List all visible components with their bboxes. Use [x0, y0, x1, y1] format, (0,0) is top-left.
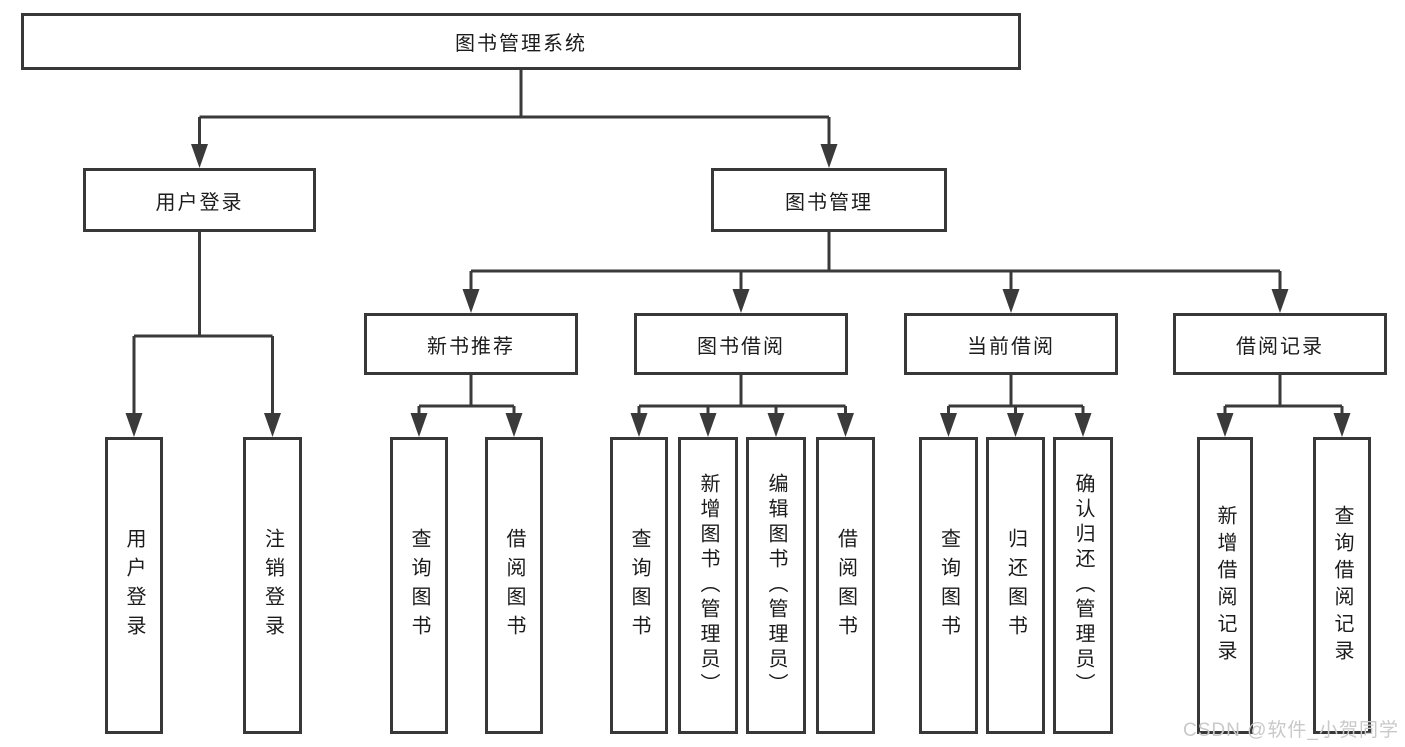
node-book-borrowing: 图书借阅 — [634, 313, 848, 375]
node-current-borrowing-label: 当前借阅 — [967, 335, 1055, 358]
leaf-query-borrow-record: 查询借阅记录 — [1313, 437, 1371, 734]
node-new-book-recommend: 新书推荐 — [364, 313, 578, 375]
leaf-query-books-recommend-label: 查询图书 — [408, 527, 430, 644]
node-current-borrowing: 当前借阅 — [904, 313, 1118, 375]
leaf-query-books-current-label: 查询图书 — [937, 527, 960, 644]
arrowheads-current-children — [940, 413, 1092, 437]
node-book-management: 图书管理 — [711, 168, 947, 232]
node-root: 图书管理系统 — [21, 13, 1021, 70]
leaf-edit-book-admin-label: 编辑图书（管理员） — [765, 473, 787, 698]
node-new-book-recommend-label: 新书推荐 — [427, 335, 515, 358]
leaf-query-books-borrowing: 查询图书 — [610, 437, 668, 734]
leaf-borrow-books-recommend: 借阅图书 — [485, 437, 543, 734]
connector-borrowing-children — [637, 375, 847, 414]
leaf-logout: 注销登录 — [243, 437, 302, 734]
leaf-edit-book-admin: 编辑图书（管理员） — [746, 437, 806, 734]
arrowheads-borrowing-children — [630, 413, 854, 437]
csdn-watermark: CSDN @软件_小贺同学 — [1183, 720, 1399, 741]
arrowheads-userlogin-children — [125, 413, 281, 437]
connector-current-children — [947, 375, 1085, 414]
connector-userlogin-children — [132, 232, 274, 414]
leaf-query-books-borrowing-label: 查询图书 — [628, 527, 650, 644]
connector-records-children — [1223, 375, 1344, 414]
leaf-add-book-admin-label: 新增图书（管理员） — [697, 473, 719, 698]
leaf-borrow-books-borrowing: 借阅图书 — [816, 437, 875, 734]
leaf-user-login: 用户登录 — [105, 437, 163, 734]
arrowheads-level2 — [191, 144, 838, 168]
node-borrowing-records-label: 借阅记录 — [1236, 335, 1324, 358]
leaf-return-book-label: 归还图书 — [1004, 527, 1027, 644]
node-borrowing-records: 借阅记录 — [1173, 313, 1387, 375]
leaf-query-books-current: 查询图书 — [919, 437, 978, 734]
leaf-add-borrow-record-label: 新增借阅记录 — [1214, 504, 1236, 667]
leaf-query-borrow-record-label: 查询借阅记录 — [1331, 504, 1353, 667]
leaf-query-books-recommend: 查询图书 — [390, 437, 448, 734]
node-root-label: 图书管理系统 — [455, 33, 587, 55]
connector-recommend-children — [417, 375, 516, 414]
arrowheads-records-children — [1216, 413, 1351, 437]
leaf-confirm-return-admin-label: 确认归还（管理员） — [1072, 473, 1094, 698]
arrowheads-level3 — [462, 289, 1289, 313]
node-user-login: 用户登录 — [83, 168, 316, 232]
node-book-borrowing-label: 图书借阅 — [697, 335, 785, 358]
node-book-management-label: 图书管理 — [785, 191, 873, 214]
leaf-borrow-books-recommend-label: 借阅图书 — [503, 527, 525, 644]
leaf-add-book-admin: 新增图书（管理员） — [678, 437, 738, 734]
connector-root-to-level2 — [198, 70, 831, 145]
leaf-confirm-return-admin: 确认归还（管理员） — [1053, 437, 1113, 734]
leaf-user-login-label: 用户登录 — [123, 527, 145, 644]
connector-bookmgmt-to-level3 — [469, 232, 1282, 290]
node-user-login-label: 用户登录 — [155, 191, 244, 214]
leaf-logout-label: 注销登录 — [261, 527, 284, 644]
arrowheads-recommend-children — [410, 413, 523, 437]
leaf-add-borrow-record: 新增借阅记录 — [1197, 437, 1253, 734]
leaf-return-book: 归还图书 — [986, 437, 1045, 734]
leaf-borrow-books-borrowing-label: 借阅图书 — [834, 527, 857, 644]
